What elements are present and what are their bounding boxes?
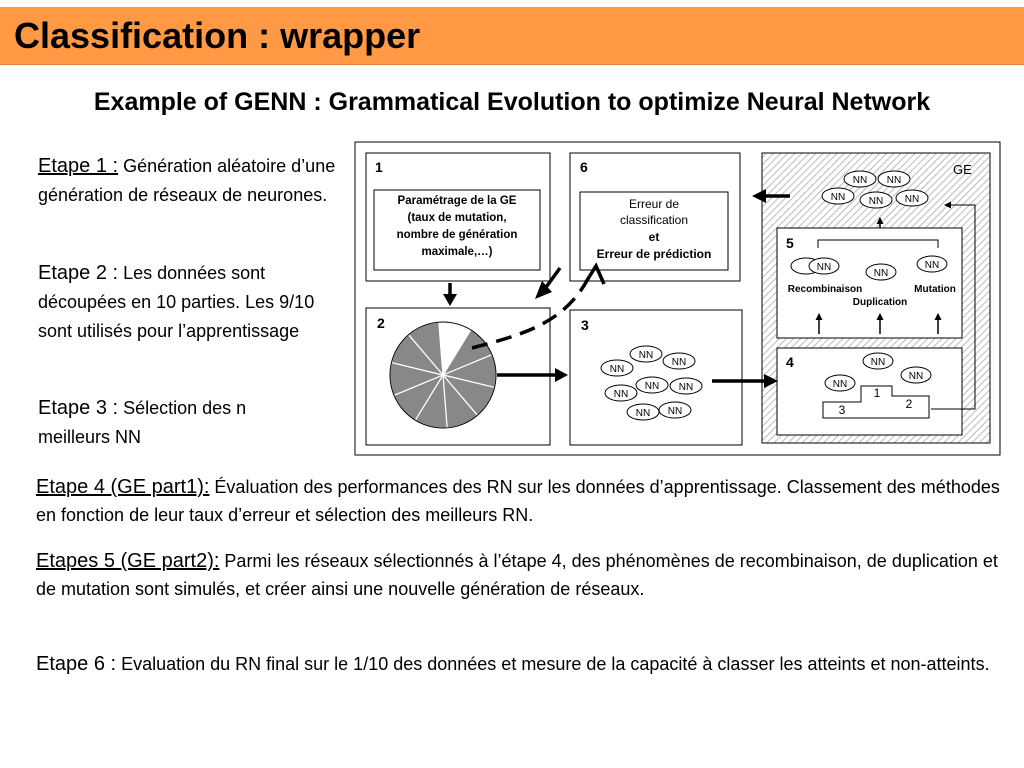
step-1: Etape 1 : Génération aléatoire d’une gén… [38, 152, 348, 210]
nn-label: NN [614, 389, 628, 400]
nn-node [662, 352, 696, 370]
nn-node [658, 401, 692, 419]
nn-label: NN [672, 357, 686, 368]
nn-label: NN [639, 350, 653, 361]
connector-4-to-ge [931, 201, 976, 410]
nn-node [862, 352, 894, 370]
nn-label: NN [831, 192, 845, 203]
box-6-line: Erreur de [629, 197, 679, 211]
nn-node [859, 191, 893, 209]
step-4-label: Etape 4 (GE part1): [36, 476, 210, 498]
nn-node [843, 170, 877, 188]
step-5: Etapes 5 (GE part2): Parmi les réseaux s… [36, 547, 1011, 603]
ge-nn-cluster: NN NN NN NN NN [821, 170, 929, 209]
duplication-label: Duplication [853, 297, 907, 308]
dashed-arrow-6-to-2-head [535, 281, 552, 299]
nn-node [900, 366, 932, 384]
box-1-line: (taux de mutation, [407, 212, 506, 224]
nn-node [600, 359, 634, 377]
box-5-bracket [817, 239, 939, 248]
nn-node [916, 255, 948, 273]
step-3-label: Etape 3 : [38, 397, 119, 419]
nn-label: NN [668, 406, 682, 417]
step-4: Etape 4 (GE part1): Évaluation des perfo… [36, 473, 1011, 529]
nn-label: NN [636, 408, 650, 419]
nn-label: NN [871, 357, 885, 368]
arrow-3-to-4-head [764, 374, 778, 388]
nn-node [629, 345, 663, 363]
box-2-number: 2 [377, 315, 385, 331]
box-3-nn-cluster: NN NN NN NN NN NN NN NN [600, 345, 703, 421]
arrow-ge-to-6-head [752, 189, 766, 203]
podium-second: 2 [906, 397, 913, 411]
box-6-line: et [649, 230, 660, 244]
box-5-nn-cluster: NN NN NN [790, 255, 948, 281]
nn-node [604, 384, 638, 402]
dashed-arrow-head [584, 262, 606, 285]
nn-label: NN [833, 379, 847, 390]
nn-node [824, 374, 856, 392]
subtitle: Example of GENN : Grammatical Evolution … [93, 88, 931, 116]
mutation-label: Mutation [914, 284, 956, 295]
nn-label: NN [853, 175, 867, 186]
nn-label: NN [645, 381, 659, 392]
nn-node [669, 377, 703, 395]
step-4-text: Évaluation des performances des RN sur l… [36, 477, 1000, 525]
box-1-line: nombre de génération [397, 229, 518, 241]
step-6-text: Evaluation du RN final sur le 1/10 des d… [116, 654, 990, 674]
arrow-2-to-3-head [555, 368, 568, 382]
box-5 [776, 227, 963, 339]
nn-label: NN [905, 194, 919, 205]
recombinaison-label: Recombinaison [788, 284, 862, 295]
nn-node [808, 257, 840, 275]
dashed-arrow-2-to-6 [471, 274, 592, 350]
nn-label: NN [874, 268, 888, 279]
podium [822, 385, 930, 419]
nn-node [821, 187, 855, 205]
box-1-inner [373, 189, 541, 271]
box-5-number: 5 [786, 235, 794, 251]
step-1-label: Etape 1 : [38, 155, 119, 177]
box-4-number: 4 [786, 354, 794, 370]
step-2-label: Etape 2 : [38, 262, 119, 284]
step-1-text: Génération aléatoire d’une génération de… [38, 156, 336, 205]
box-6-line: classification [620, 213, 688, 227]
box-4-nn-cluster: NN NN NN [824, 352, 932, 392]
box-6-inner [579, 191, 729, 271]
box-3-number: 3 [581, 317, 589, 333]
ge-label: GE [953, 162, 972, 177]
nn-label: NN [610, 364, 624, 375]
podium-first: 1 [874, 386, 881, 400]
nn-node [635, 376, 669, 394]
step-5-text: Parmi les réseaux sélectionnés à l’étape… [36, 551, 998, 599]
nn-node [865, 263, 897, 281]
box-1-line: maximale,…) [422, 246, 493, 258]
nn-label: NN [817, 262, 831, 273]
nn-label: NN [869, 196, 883, 207]
podium-third: 3 [839, 403, 846, 417]
nn-node [877, 170, 911, 188]
box-6-number: 6 [580, 159, 588, 175]
step-3: Etape 3 : Sélection des n meilleurs NN [38, 394, 318, 452]
step-2: Etape 2 : Les données sont découpées en … [38, 259, 348, 346]
step-2-text: Les données sont découpées en 10 parties… [38, 263, 315, 341]
nn-node [895, 189, 929, 207]
nn-label: NN [925, 260, 939, 271]
step-3-text: Sélection des n meilleurs NN [38, 398, 247, 447]
nn-label: NN [887, 175, 901, 186]
box-6-line: Erreur de prédiction [597, 247, 712, 261]
title-bar: Classification : wrapper [0, 7, 1024, 65]
step-6: Etape 6 : Evaluation du RN final sur le … [36, 650, 1011, 678]
box-1-line: Paramétrage de la GE [398, 195, 517, 207]
nn-label: NN [909, 371, 923, 382]
page-title: Classification : wrapper [14, 15, 421, 56]
pie-chart [389, 321, 497, 429]
box-1-number: 1 [375, 159, 383, 175]
pie-outline [389, 321, 497, 429]
nn-label: NN [679, 382, 693, 393]
arrow-1-to-2-head [443, 294, 457, 306]
step-6-label: Etape 6 : [36, 653, 117, 675]
step-5-label: Etapes 5 (GE part2): [36, 550, 220, 572]
